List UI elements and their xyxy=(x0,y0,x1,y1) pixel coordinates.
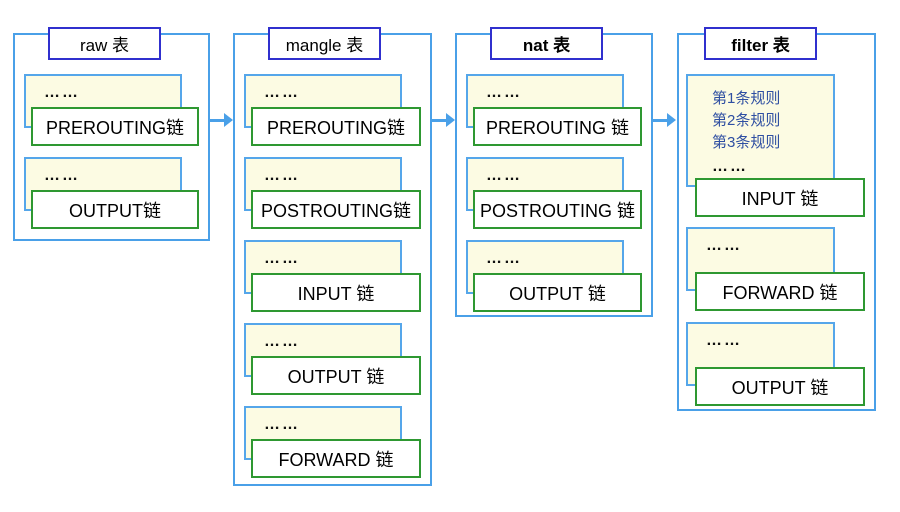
mangle-input-chain-label: INPUT 链 xyxy=(297,283,375,304)
filter-output-chain-label: OUTPUT 链 xyxy=(731,377,829,398)
nat-table-container: nat 表 …… PREROUTING 链 …… POSTROUTING 链 …… xyxy=(455,27,653,317)
rule-list: 第1条规则 第2条规则 第3条规则 xyxy=(688,76,833,154)
nat-postrouting-group: …… POSTROUTING 链 xyxy=(457,157,651,229)
filter-table-title: filter 表 xyxy=(704,27,817,60)
mangle-table-container: mangle 表 …… PREROUTING链 …… POSTROUTING链 … xyxy=(233,27,432,486)
ellipsis-text: …… xyxy=(712,158,748,175)
mangle-prerouting-chain-box: PREROUTING链 xyxy=(251,107,421,146)
filter-table-container: filter 表 第1条规则 第2条规则 第3条规则 …… INPUT 链 ……… xyxy=(677,27,876,411)
filter-input-chain-box: INPUT 链 xyxy=(695,178,865,217)
filter-input-chain-label: INPUT 链 xyxy=(741,188,819,209)
ellipsis-text: …… xyxy=(264,250,300,267)
raw-prerouting-chain-label: PREROUTING链 xyxy=(45,117,184,138)
mangle-output-chain-box: OUTPUT 链 xyxy=(251,356,421,395)
arrow-head-icon xyxy=(446,113,455,127)
ellipsis-text: …… xyxy=(44,167,80,184)
ellipsis-text: …… xyxy=(264,167,300,184)
filter-output-chain-box: OUTPUT 链 xyxy=(695,367,865,406)
mangle-forward-group: …… FORWARD 链 xyxy=(235,406,430,478)
ellipsis-text: …… xyxy=(44,84,80,101)
mangle-prerouting-chain-label: PREROUTING链 xyxy=(266,117,405,138)
ellipsis-text: …… xyxy=(486,84,522,101)
mangle-table-title: mangle 表 xyxy=(268,27,381,60)
mangle-output-chain-label: OUTPUT 链 xyxy=(287,366,385,387)
nat-output-chain-box: OUTPUT 链 xyxy=(473,273,642,312)
nat-output-chain-label: OUTPUT 链 xyxy=(509,283,606,304)
ellipsis-text: …… xyxy=(706,237,742,254)
filter-forward-chain-box: FORWARD 链 xyxy=(695,272,865,311)
mangle-prerouting-group: …… PREROUTING链 xyxy=(235,74,430,146)
arrow-shaft xyxy=(652,119,668,122)
ellipsis-text: …… xyxy=(264,333,300,350)
raw-output-chain-label: OUTPUT链 xyxy=(69,200,161,221)
nat-postrouting-chain-box: POSTROUTING 链 xyxy=(473,190,642,229)
rule-item: 第2条规则 xyxy=(712,112,781,129)
raw-output-chain-box: OUTPUT链 xyxy=(31,190,199,229)
filter-forward-group: …… FORWARD 链 xyxy=(679,227,874,311)
raw-table-title: raw 表 xyxy=(48,27,161,60)
mangle-forward-chain-box: FORWARD 链 xyxy=(251,439,421,478)
ellipsis-text: …… xyxy=(486,167,522,184)
filter-input-rules-note: 第1条规则 第2条规则 第3条规则 …… xyxy=(686,74,835,187)
arrow-head-icon xyxy=(224,113,233,127)
mangle-postrouting-chain-box: POSTROUTING链 xyxy=(251,190,421,229)
nat-prerouting-group: …… PREROUTING 链 xyxy=(457,74,651,146)
ellipsis-text: …… xyxy=(706,332,742,349)
mangle-input-group: …… INPUT 链 xyxy=(235,240,430,312)
arrow-shaft xyxy=(431,119,447,122)
arrow-nat-to-filter xyxy=(652,113,676,127)
mangle-forward-chain-label: FORWARD 链 xyxy=(278,449,394,470)
raw-table-container: raw 表 …… PREROUTING链 …… OUTPUT链 xyxy=(13,27,210,241)
filter-forward-chain-label: FORWARD 链 xyxy=(722,282,838,303)
arrow-mangle-to-nat xyxy=(431,113,455,127)
ellipsis-text: …… xyxy=(486,250,522,267)
raw-prerouting-group: …… PREROUTING链 xyxy=(15,74,208,146)
rule-item: 第1条规则 xyxy=(712,90,781,107)
arrow-raw-to-mangle xyxy=(209,113,233,127)
mangle-input-chain-box: INPUT 链 xyxy=(251,273,421,312)
nat-postrouting-chain-label: POSTROUTING 链 xyxy=(479,200,635,221)
nat-prerouting-chain-label: PREROUTING 链 xyxy=(485,117,629,138)
filter-input-group: 第1条规则 第2条规则 第3条规则 …… INPUT 链 xyxy=(679,74,874,217)
nat-table-title: nat 表 xyxy=(490,27,603,60)
nat-prerouting-chain-box: PREROUTING 链 xyxy=(473,107,642,146)
rule-item: 第3条规则 xyxy=(712,134,781,151)
arrow-head-icon xyxy=(667,113,676,127)
filter-output-group: …… OUTPUT 链 xyxy=(679,322,874,406)
arrow-shaft xyxy=(209,119,225,122)
raw-prerouting-chain-box: PREROUTING链 xyxy=(31,107,199,146)
ellipsis-text: …… xyxy=(264,416,300,433)
ellipsis-text: …… xyxy=(264,84,300,101)
mangle-postrouting-group: …… POSTROUTING链 xyxy=(235,157,430,229)
mangle-postrouting-chain-label: POSTROUTING链 xyxy=(260,200,411,221)
mangle-output-group: …… OUTPUT 链 xyxy=(235,323,430,395)
nat-output-group: …… OUTPUT 链 xyxy=(457,240,651,312)
raw-output-group: …… OUTPUT链 xyxy=(15,157,208,229)
